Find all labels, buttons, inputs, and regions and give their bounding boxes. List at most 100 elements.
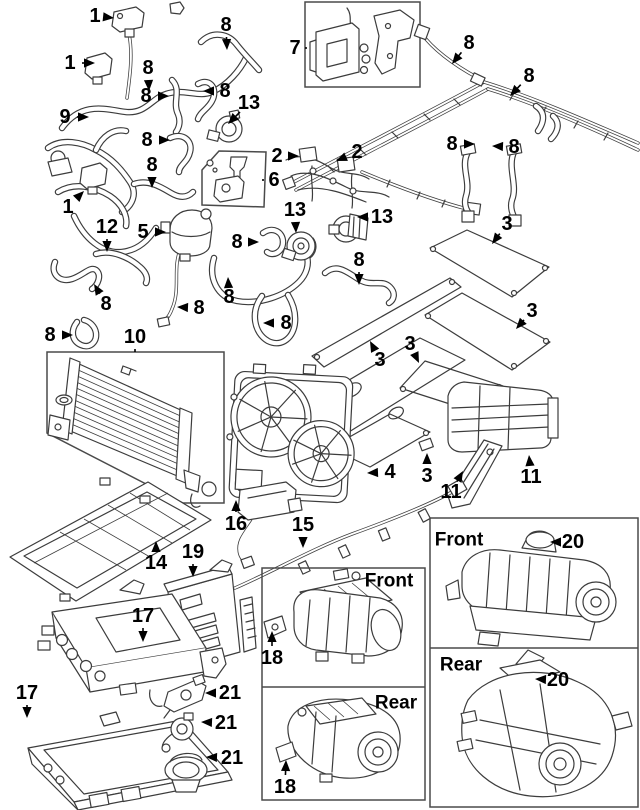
- callout-8: 8: [146, 154, 158, 176]
- callout-arrowhead-icon: [525, 455, 535, 467]
- cooling-fan-drawing: [226, 363, 355, 504]
- callout-1: 1: [89, 5, 101, 27]
- callout-arrowhead-icon: [492, 232, 503, 244]
- callout-21: 21: [214, 712, 238, 734]
- front-motor-drawing: [263, 568, 403, 664]
- callout-arrowhead-icon: [298, 537, 308, 548]
- callout-11: 11: [520, 466, 542, 488]
- callout-arrowhead-icon: [535, 674, 547, 685]
- callout-8: 8: [44, 324, 56, 346]
- callout-8: 8: [280, 312, 292, 334]
- callout-8: 8: [141, 129, 153, 151]
- callout-arrowhead-icon: [367, 467, 379, 478]
- callout-arrowhead-icon: [354, 274, 364, 285]
- rear-motor-drawing: [275, 697, 401, 783]
- callout-arrowhead-icon: [280, 760, 291, 772]
- callout-8: 8: [193, 297, 205, 319]
- transaxle-inset-rear-label: Rear: [439, 654, 483, 676]
- callout-8: 8: [508, 136, 520, 158]
- ecu-drawing: [163, 559, 257, 671]
- transaxle-inset-box: [429, 517, 639, 808]
- sensor-drawings: [161, 673, 208, 793]
- callout-9: 9: [59, 106, 71, 128]
- callout-3: 3: [501, 213, 513, 235]
- callout-12: 12: [95, 216, 119, 238]
- callout-arrowhead-icon: [203, 86, 214, 96]
- callout-arrowhead-icon: [159, 135, 170, 145]
- callout-13: 13: [283, 199, 307, 221]
- callout-arrowhead-icon: [267, 631, 277, 642]
- callout-8: 8: [142, 57, 154, 79]
- callout-3: 3: [374, 349, 386, 371]
- expansion-tank-drawing: [160, 208, 213, 262]
- callout-arrowhead-icon: [84, 58, 95, 68]
- callout-arrowhead-icon: [22, 707, 32, 718]
- callout-13: 13: [237, 92, 261, 114]
- callout-8: 8: [223, 286, 235, 308]
- callout-8: 8: [219, 80, 231, 102]
- callout-arrowhead-icon: [188, 566, 198, 577]
- callout-arrowhead-icon: [147, 177, 157, 188]
- coolant-valve-drawings: [47, 1, 185, 195]
- callout-arrowhead-icon: [410, 351, 419, 363]
- callout-arrowhead-icon: [464, 139, 475, 149]
- valve-kit-box-drawing: [201, 150, 267, 208]
- callout-11: 11: [440, 481, 462, 503]
- callout-arrowhead-icon: [201, 717, 213, 728]
- callout-18: 18: [273, 776, 297, 798]
- callout-8: 8: [523, 65, 535, 87]
- callout-arrowhead-icon: [550, 537, 561, 547]
- callout-2: 2: [271, 145, 283, 167]
- callout-arrowhead-icon: [62, 330, 73, 340]
- callout-arrowhead-icon: [155, 227, 166, 237]
- callout-arrowhead-icon: [290, 221, 301, 233]
- callout-21: 21: [220, 747, 244, 769]
- callout-16: 16: [224, 513, 248, 535]
- top-left-hose-network-drawing: [48, 34, 394, 346]
- battery-cover-gasket-drawings: [289, 229, 551, 468]
- callout-arrowhead-icon: [205, 688, 216, 698]
- callout-8: 8: [446, 133, 458, 155]
- callout-arrowhead-icon: [206, 752, 218, 763]
- motor-inset-rear-label: Rear: [374, 692, 418, 714]
- callout-8: 8: [353, 249, 365, 271]
- callout-18: 18: [260, 647, 284, 669]
- callout-8: 8: [100, 293, 112, 315]
- callout-8: 8: [231, 231, 243, 253]
- callout-arrowhead-icon: [263, 318, 274, 328]
- callout-arrowhead-icon: [248, 237, 259, 247]
- callout-arrowhead-icon: [78, 112, 89, 122]
- callout-arrowhead-icon: [94, 284, 104, 296]
- callout-arrowhead-icon: [228, 112, 240, 124]
- callout-1: 1: [64, 52, 76, 74]
- callout-3: 3: [526, 300, 538, 322]
- callout-arrowhead-icon: [158, 91, 169, 101]
- callout-arrowhead-icon: [223, 277, 234, 289]
- callout-arrowhead-icon: [102, 241, 112, 252]
- callout-8: 8: [140, 85, 152, 107]
- callout-arrowhead-icon: [510, 84, 521, 96]
- callout-17: 17: [15, 682, 39, 704]
- callout-5: 5: [137, 221, 149, 243]
- inverter-upper-drawing: [37, 579, 227, 707]
- callout-7: 7: [289, 37, 301, 59]
- callout-arrowhead-icon: [336, 152, 348, 161]
- radiator-box-drawing: [46, 351, 225, 508]
- callout-8: 8: [220, 14, 232, 36]
- callout-20: 20: [546, 669, 570, 691]
- callout-arrowhead-icon: [422, 453, 432, 464]
- callout-arrowhead-icon: [151, 541, 161, 552]
- callout-4: 4: [384, 461, 396, 483]
- callout-arrowhead-icon: [453, 471, 463, 483]
- water-pump-drawings: [206, 109, 369, 262]
- callout-arrowhead-icon: [288, 151, 299, 161]
- callout-arrowhead-icon: [357, 212, 368, 222]
- callout-arrowhead-icon: [143, 79, 154, 91]
- battery-coolant-tube-rails-drawing: [290, 23, 640, 227]
- callout-arrowhead-icon: [72, 191, 84, 203]
- callout-arrowhead-icon: [492, 141, 504, 152]
- callout-2: 2: [351, 141, 363, 163]
- callout-arrowhead-icon: [370, 341, 380, 353]
